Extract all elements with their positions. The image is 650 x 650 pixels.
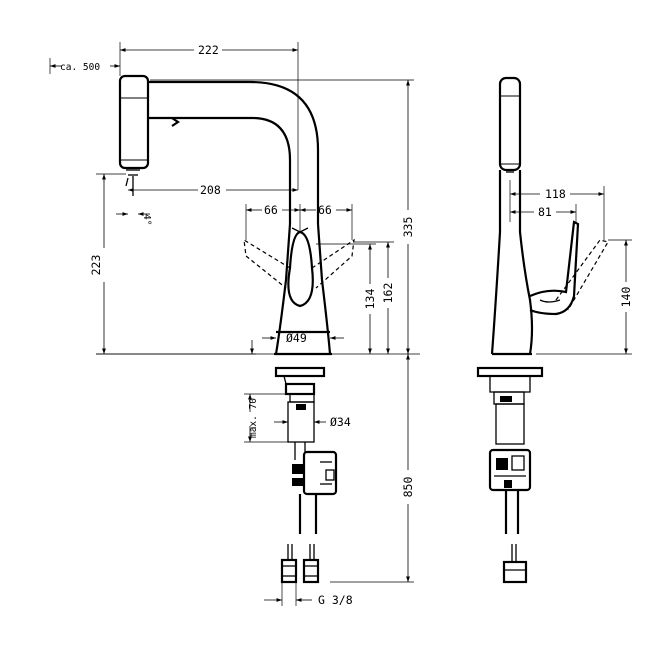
dim-total-height: 335 bbox=[401, 217, 415, 238]
dim-lever-swing-left: 66 bbox=[264, 203, 278, 217]
spray-head bbox=[118, 74, 150, 170]
side-spray-head bbox=[498, 76, 522, 172]
dim-spout-reach: 208 bbox=[200, 183, 221, 197]
dim-side-lever-height: 140 bbox=[619, 287, 633, 308]
spout-outer bbox=[148, 80, 320, 224]
dim-max-thickness: max. 70 bbox=[248, 398, 259, 438]
dim-aerator-angle: 4° bbox=[141, 214, 152, 225]
faucet-body bbox=[274, 223, 292, 355]
dim-side-reach-inner: 81 bbox=[538, 205, 552, 219]
side-body bbox=[490, 170, 502, 355]
dim-lever-height: 162 bbox=[381, 283, 395, 304]
spout-inner bbox=[148, 116, 292, 224]
side-lever-swing bbox=[555, 239, 609, 311]
dim-outlet-height: 223 bbox=[89, 255, 103, 276]
dim-spout-reach-total: 222 bbox=[198, 43, 219, 57]
dim-body-height: 134 bbox=[363, 289, 377, 310]
dim-side-reach-outer: 118 bbox=[545, 187, 566, 201]
hose-connectors bbox=[280, 544, 320, 584]
side-dimensions: 118 81 140 bbox=[509, 180, 633, 355]
valve-box bbox=[302, 450, 338, 496]
side-view bbox=[476, 76, 609, 584]
dim-base-diameter: Ø49 bbox=[286, 331, 307, 345]
mounting-plate bbox=[274, 366, 326, 378]
lever-front bbox=[287, 230, 314, 308]
dim-lever-swing-right: 66 bbox=[318, 203, 332, 217]
front-view bbox=[118, 74, 355, 584]
lever-swing-right bbox=[311, 238, 355, 289]
dim-connection-thread: G 3/8 bbox=[318, 593, 353, 607]
side-lever bbox=[529, 220, 580, 316]
dim-hose-length: ca. 500 bbox=[60, 62, 100, 73]
dim-shank-diameter: Ø34 bbox=[330, 415, 351, 429]
dim-hose-length-below: 850 bbox=[401, 477, 415, 498]
front-dimensions: ca. 500 222 208 4° 66 66 223 bbox=[49, 42, 420, 607]
lever-swing-left bbox=[243, 238, 291, 289]
